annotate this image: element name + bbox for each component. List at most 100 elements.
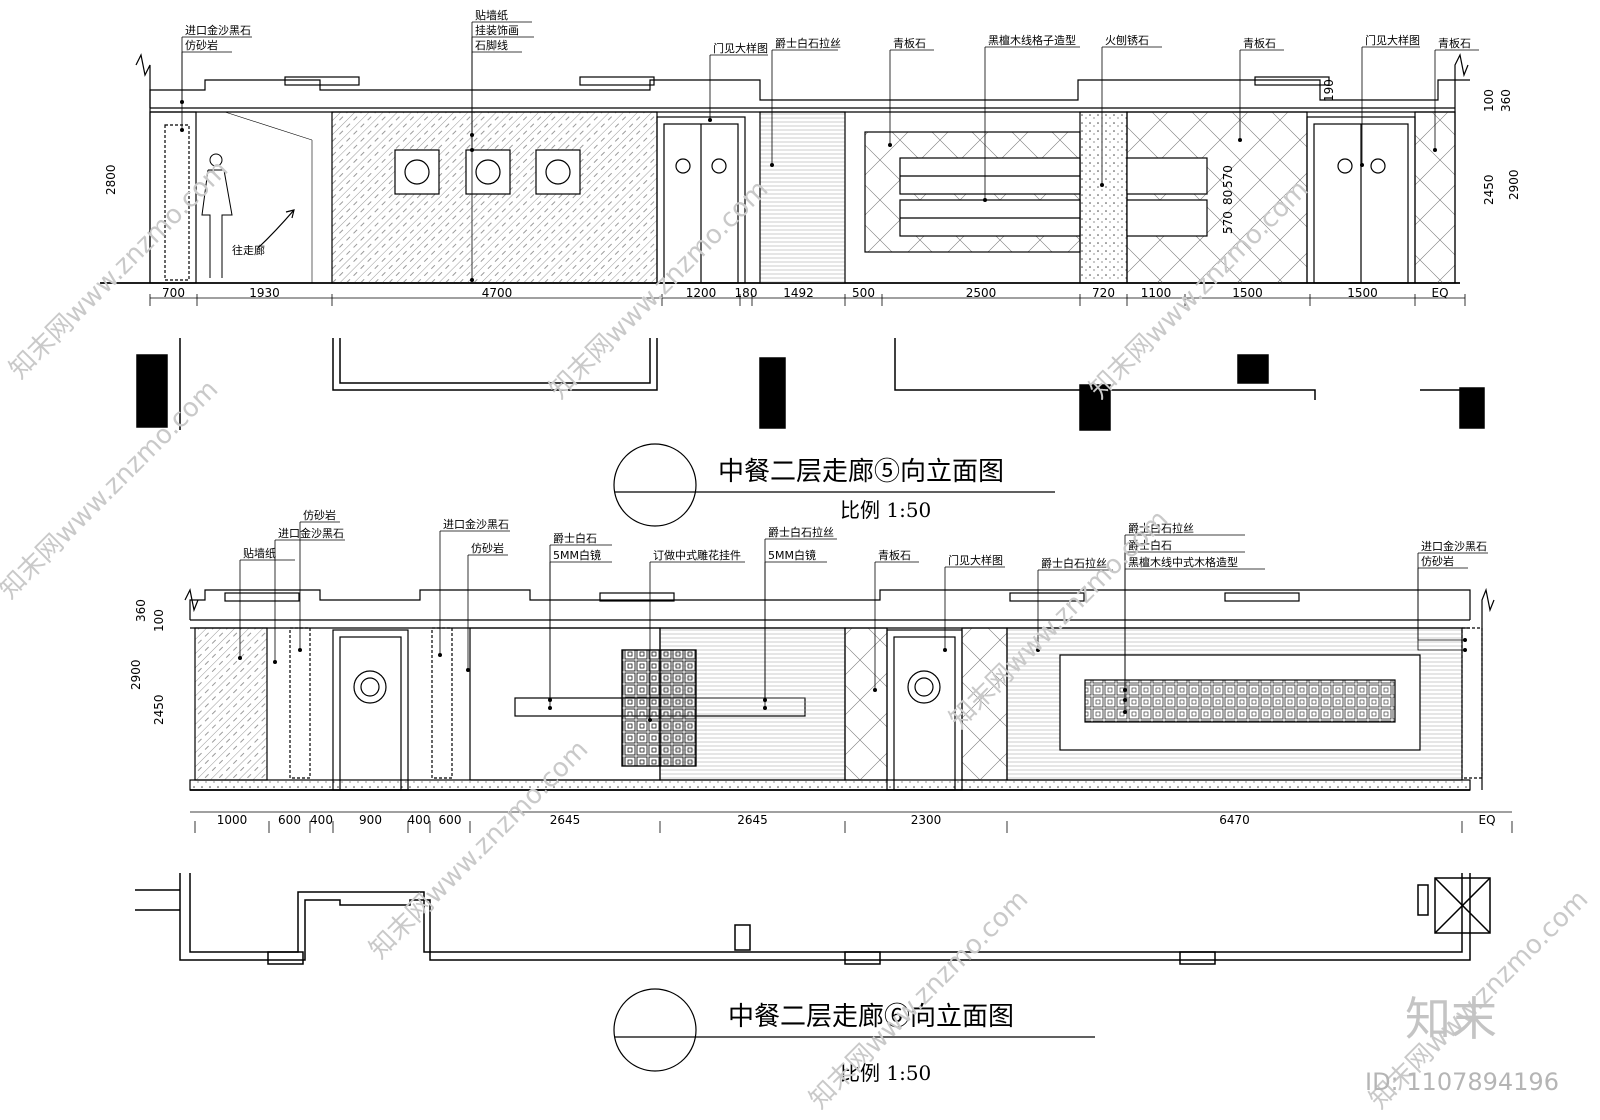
dim6-width-3: 900 (359, 813, 382, 827)
ebony-grille-6 (1084, 679, 1396, 723)
corridor-note: 往走廊 (232, 243, 265, 257)
e6-callout-1: 进口金沙黑石 (278, 526, 344, 540)
image-id: ID: 1107894196 (1365, 1068, 1559, 1096)
height-dim6-2900: 2900 (129, 659, 143, 690)
human-figure (201, 153, 233, 278)
e5-callout-11: 门见大样图 (1365, 33, 1420, 47)
ceiling-light-5c (1254, 76, 1330, 86)
e6-callout-13: 爵士白石拉丝 (1128, 521, 1194, 535)
dim5-width-0: 700 (162, 286, 185, 300)
dim5-width-4: 180 (735, 286, 758, 300)
watermark-1: 知末网www.znzmo.com (4, 154, 235, 385)
wallpaper-panel-5 (331, 111, 658, 284)
direction-arrow (257, 209, 295, 249)
brand-logo-text: 知末 (1405, 992, 1497, 1046)
plan-5 (136, 338, 1485, 431)
title-elevation-6: 中餐二层走廊⑥向立面图 (728, 1002, 1014, 1032)
decor-painting-3 (535, 149, 581, 195)
e5-callout-4: 石脚线 (475, 38, 508, 52)
ceiling-light-5a (284, 76, 360, 86)
e5-callout-8: 黑檀木线格子造型 (988, 33, 1076, 47)
dim6-width-6: 2645 (550, 813, 581, 827)
e5-callout-2: 贴墙纸 (475, 8, 508, 22)
e6-callout-3: 进口金沙黑石 (443, 517, 509, 531)
rust-stone-column-5 (1079, 111, 1128, 284)
dim5-width-3: 1200 (686, 286, 717, 300)
title-elevation-5: 中餐二层走廊⑤向立面图 (718, 457, 1004, 487)
dim5-width-12: EQ (1431, 286, 1448, 300)
title-bubble-5 (613, 443, 697, 527)
decor-painting-2 (465, 149, 511, 195)
blue-stone-panel-5b (1126, 111, 1308, 284)
height-dim-570a: 570 (1221, 211, 1235, 234)
ceiling-light-5b (579, 76, 655, 86)
e5-callout-7: 青板石 (893, 36, 926, 50)
height-dim6-360: 360 (134, 599, 148, 622)
e6-callout-5: 爵士白石 (553, 531, 597, 545)
ceiling-profile-5 (149, 79, 1470, 108)
dim5-width-1: 1930 (249, 286, 280, 300)
dim6-width-5: 600 (439, 813, 462, 827)
height-dim-570b: 570 (1221, 165, 1235, 188)
height-dim-100: 100 (1482, 89, 1496, 112)
e6-callout-0: 贴墙纸 (243, 546, 276, 560)
e6-callout-8: 爵士白石拉丝 (768, 525, 834, 539)
height-dim-190: 190 (1322, 79, 1336, 102)
dim6-width-0: 1000 (217, 813, 248, 827)
e5-callout-3: 挂装饰画 (475, 23, 519, 37)
e5-callout-12: 青板石 (1438, 36, 1471, 50)
decor-painting-1 (394, 149, 440, 195)
e6-callout-4: 仿砂岩 (471, 541, 504, 555)
height-dim-2900: 2900 (1507, 169, 1521, 200)
dim6-width-8: 2300 (911, 813, 942, 827)
door-5b (1306, 116, 1416, 284)
dim5-width-6: 500 (852, 286, 875, 300)
elevation-5 (100, 53, 1485, 527)
height-dim-80: 80 (1221, 190, 1235, 205)
dim6-width-10: EQ (1478, 813, 1495, 827)
scale-elevation-6: 比例 1:50 (840, 1061, 931, 1085)
dim6-width-4: 400 (408, 813, 431, 827)
e5-callout-10: 青板石 (1243, 36, 1276, 50)
dim6-width-9: 6470 (1219, 813, 1250, 827)
brushed-white-panel-5 (759, 111, 846, 284)
e5-callout-5: 门见大样图 (713, 41, 768, 55)
e5-callout-9: 火刨锈石 (1105, 33, 1149, 47)
height-dim-360: 360 (1499, 89, 1513, 112)
door-5a (656, 116, 746, 284)
title-bubble-6 (613, 988, 697, 1072)
e6-callout-6: 5MM白镜 (553, 548, 601, 562)
dim5-width-7: 2500 (966, 286, 997, 300)
e5-callout-6: 爵士白石拉丝 (775, 36, 841, 50)
wallpaper-panel-6 (194, 627, 268, 781)
e6-callout-15: 黑檀木线中式木格造型 (1128, 555, 1238, 569)
dim5-width-10: 1500 (1232, 286, 1263, 300)
dim5-width-11: 1500 (1347, 286, 1378, 300)
e5-callout-0: 进口金沙黑石 (185, 23, 251, 37)
e6-callout-16: 进口金沙黑石 (1421, 539, 1487, 553)
dim5-width-8: 720 (1092, 286, 1115, 300)
e6-callout-9: 5MM白镜 (768, 548, 816, 562)
e6-callout-7: 订做中式雕花挂件 (653, 548, 741, 562)
e6-callout-2: 仿砂岩 (303, 508, 336, 522)
e6-callout-10: 青板石 (878, 548, 911, 562)
dim5-width-2: 4700 (482, 286, 513, 300)
e6-callout-12: 爵士白石拉丝 (1041, 556, 1107, 570)
e5-callout-1: 仿砂岩 (185, 38, 218, 52)
dim6-width-1: 600 (278, 813, 301, 827)
dim5-width-9: 1100 (1141, 286, 1172, 300)
scale-elevation-5: 比例 1:50 (840, 498, 931, 522)
plan-6 (135, 873, 1491, 965)
dim5-width-5: 1492 (783, 286, 814, 300)
watermark-4: 知末网www.znzmo.com (0, 374, 224, 605)
door-6a (332, 629, 409, 791)
e6-callout-17: 仿砂岩 (1421, 554, 1454, 568)
height-dim6-2450: 2450 (152, 694, 166, 725)
dim6-width-2: 400 (310, 813, 333, 827)
e6-callout-14: 爵士白石 (1128, 538, 1172, 552)
e6-callout-11: 门见大样图 (948, 553, 1003, 567)
elevation-6 (135, 587, 1513, 1072)
height-dim6-100: 100 (152, 609, 166, 632)
watermark-6: 知末网www.znzmo.com (364, 734, 595, 965)
